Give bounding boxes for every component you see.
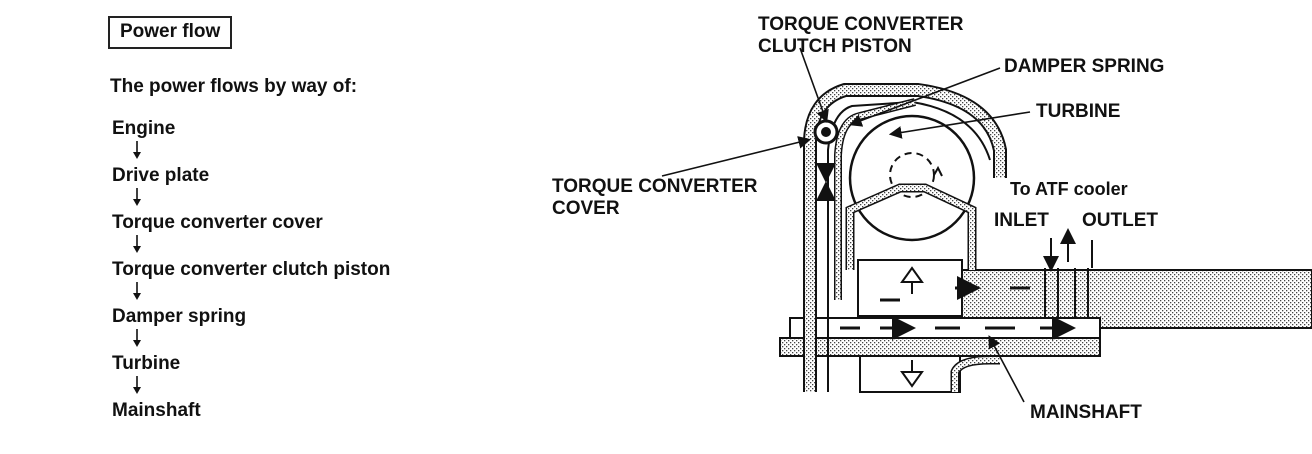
label-line: CLUTCH PISTON — [758, 36, 912, 57]
label-clutch-piston: TORQUE CONVERTER CLUTCH PISTON — [758, 14, 964, 58]
label-inlet: INLET — [994, 210, 1049, 231]
label-turbine: TURBINE — [1036, 101, 1121, 122]
down-arrow-icon — [133, 235, 141, 253]
flow-step: Turbine — [112, 353, 181, 374]
label-line: COVER — [552, 198, 620, 219]
flow-step: Damper spring — [112, 306, 247, 327]
flow-step: Engine — [112, 118, 176, 139]
label-cover: TORQUE CONVERTER COVER — [552, 176, 758, 220]
label-line: TORQUE CONVERTER — [552, 176, 758, 197]
atf-passages — [1044, 268, 1089, 318]
flow-step: Mainshaft — [112, 400, 201, 421]
hub — [857, 259, 963, 317]
label-atf-cooler: To ATF cooler — [1010, 179, 1128, 199]
label-outlet: OUTLET — [1082, 210, 1158, 231]
down-arrow-icon — [133, 329, 141, 347]
label-mainshaft: MAINSHAFT — [1030, 402, 1142, 423]
down-arrow-icon — [133, 141, 141, 159]
label-damper-spring: DAMPER SPRING — [1004, 56, 1165, 77]
power-flow-list: Engine Drive plate Torque converter cove… — [112, 118, 472, 422]
down-arrow-icon — [133, 282, 141, 300]
intro-text: The power flows by way of: — [110, 76, 358, 97]
label-line: TORQUE CONVERTER — [758, 14, 964, 35]
turbine-torus — [848, 114, 976, 242]
section-title-box: Power flow — [108, 16, 233, 49]
flow-step: Drive plate — [112, 165, 210, 186]
down-arrow-icon — [133, 188, 141, 206]
flow-step: Torque converter clutch piston — [112, 259, 391, 280]
flow-step: Torque converter cover — [112, 212, 323, 233]
leader-lines — [661, 47, 1031, 403]
down-arrow-icon — [133, 376, 141, 394]
flow-arrows — [840, 276, 1076, 340]
